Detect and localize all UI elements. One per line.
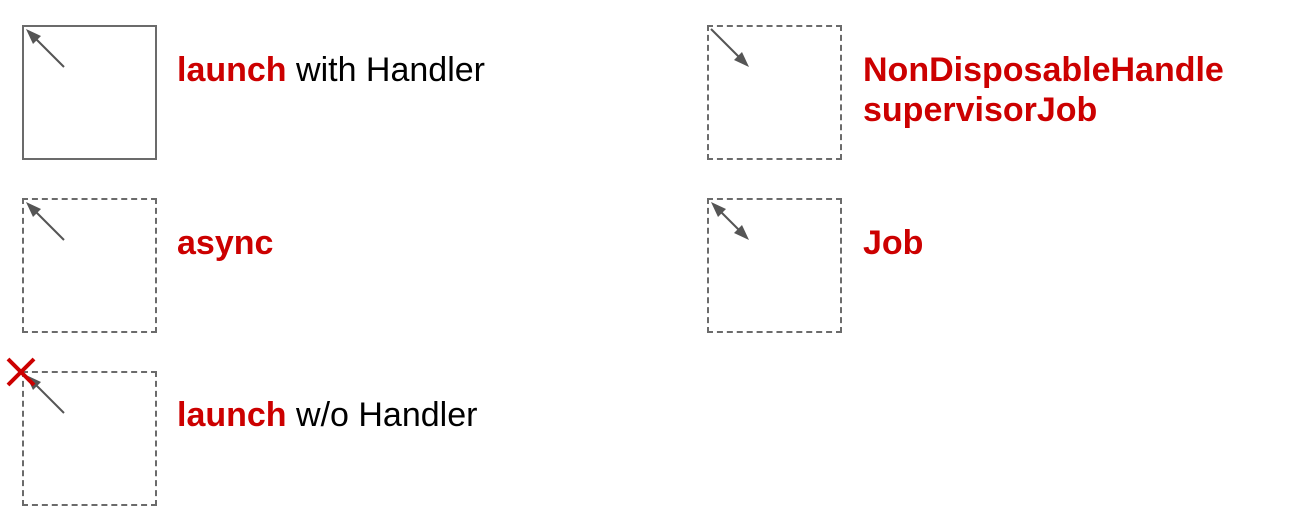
keyword-text: async bbox=[177, 224, 274, 262]
up-left-arrow-icon bbox=[26, 375, 65, 414]
keyword-text: launch bbox=[177, 51, 287, 89]
legend-label: launch w/o Handler bbox=[177, 395, 477, 435]
dashed-box bbox=[707, 25, 842, 160]
up-left-arrow-icon bbox=[26, 29, 65, 68]
solid-box bbox=[22, 25, 157, 160]
label-suffix: with Handler bbox=[286, 51, 485, 89]
dashed-box bbox=[22, 371, 157, 506]
keyword-text: NonDisposableHandle bbox=[863, 51, 1224, 89]
bidirectional-arrow-icon bbox=[711, 202, 749, 240]
keyword-text: supervisorJob bbox=[863, 91, 1098, 129]
legend-label: Job bbox=[863, 223, 923, 263]
label-suffix: w/o Handler bbox=[286, 396, 478, 434]
dashed-box bbox=[22, 198, 157, 333]
keyword-text: Job bbox=[863, 224, 924, 262]
dashed-box bbox=[707, 198, 842, 333]
keyword-text: launch bbox=[177, 396, 287, 434]
legend-label: NonDisposableHandle supervisorJob bbox=[863, 50, 1224, 130]
legend-label: launch with Handler bbox=[177, 50, 485, 90]
up-left-arrow-icon bbox=[26, 202, 65, 241]
down-right-arrow-icon bbox=[710, 28, 749, 67]
legend-label: async bbox=[177, 223, 273, 263]
cross-icon bbox=[6, 357, 36, 387]
